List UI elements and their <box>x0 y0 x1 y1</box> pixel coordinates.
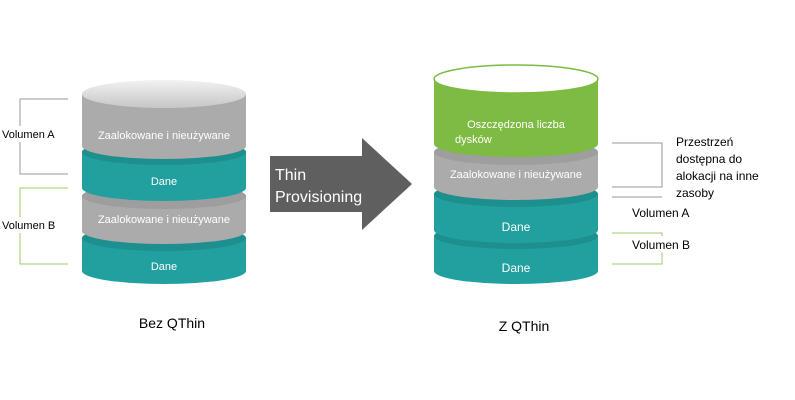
right-cylinder <box>433 64 599 284</box>
right-saved-label-line2: dysków <box>455 134 492 146</box>
free-space-line2: dostępna do <box>676 152 742 166</box>
right-segment-label-3: Dane <box>502 261 531 275</box>
right-segment-allocated <box>434 152 598 200</box>
right-segment-data-bottom <box>434 236 598 284</box>
right-segment-label-1: Zaalokowane i nieużywane <box>450 169 582 181</box>
left-segment-data-bottom <box>82 238 246 284</box>
right-segment-data-top <box>434 194 598 243</box>
left-segment-label-3: Zaalokowane i nieużywane <box>98 214 230 226</box>
left-segment-data-top <box>82 152 246 201</box>
right-bracket-free-space <box>612 142 663 188</box>
left-bracket-label-volume-a: Volumen A <box>2 129 55 141</box>
left-segment-label-4: Dane <box>151 261 177 273</box>
left-caption: Bez QThin <box>139 315 205 331</box>
left-cylinder-top <box>82 80 246 108</box>
arrow-label-line2: Provisioning <box>275 189 362 206</box>
right-cylinder-top <box>433 64 599 94</box>
arrow-label-line1: Thin <box>275 167 306 184</box>
right-segment-label-2: Dane <box>502 220 531 234</box>
free-space-line3: alokacji na inne <box>676 169 759 183</box>
right-saved-label-line1: Oszczędzona liczba <box>467 119 566 131</box>
left-bracket-label-volume-b: Volumen B <box>2 220 55 232</box>
left-segment-allocated-top <box>82 94 246 159</box>
free-space-line1: Przestrzeń <box>676 135 733 149</box>
right-bracket-label-volume-b: Volumen B <box>632 238 690 252</box>
left-segment-label-2: Dane <box>151 176 177 188</box>
left-cylinder <box>82 80 246 284</box>
right-bracket-label-volume-a: Volumen A <box>632 206 689 220</box>
right-caption: Z QThin <box>499 318 550 334</box>
free-space-line4: zasoby <box>676 186 714 200</box>
left-segment-label-1: Zaalokowane i nieużywane <box>98 130 230 142</box>
right-segment-saved <box>434 79 598 157</box>
left-segment-allocated-bottom <box>82 196 246 244</box>
thin-provisioning-arrow <box>270 138 412 230</box>
